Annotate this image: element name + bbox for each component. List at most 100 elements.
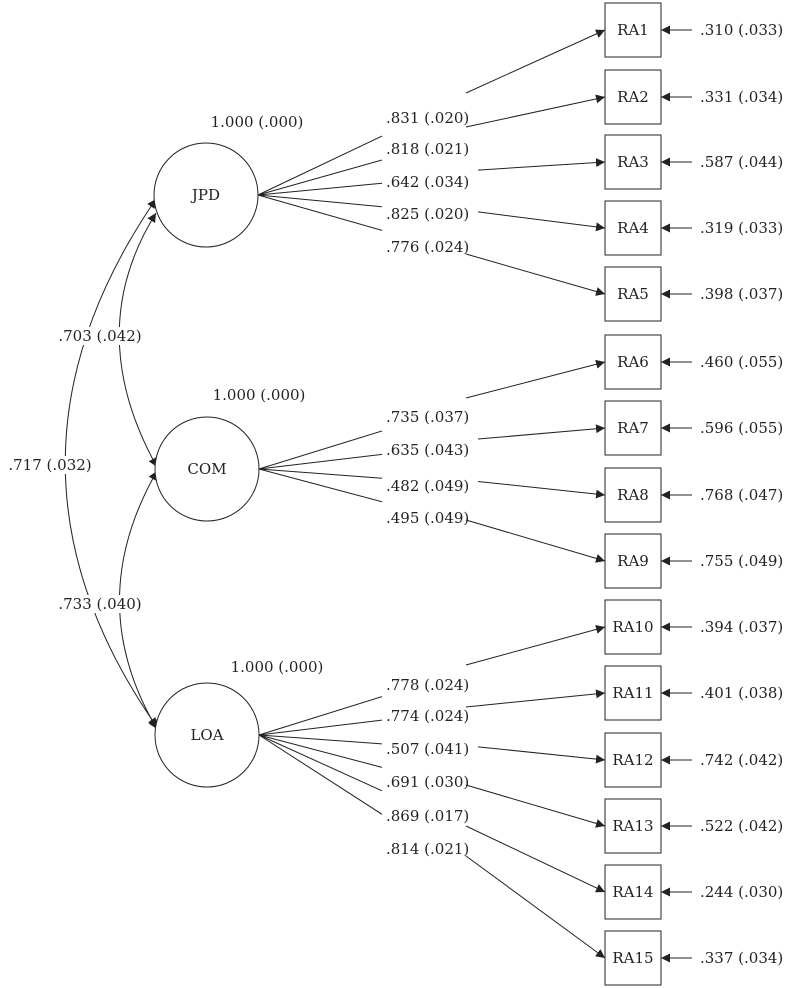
indicator-ra10-label: RA10 — [612, 618, 653, 636]
loading-path-ra9-b — [465, 519, 606, 563]
loading-path-ra14-a — [258, 734, 383, 792]
indicator-ra4-label: RA4 — [617, 219, 649, 237]
indicator-ra9-box — [604, 533, 662, 589]
loading-path-ra11-a — [258, 719, 383, 736]
loading-path-ra2-b — [465, 94, 606, 128]
factor-jpd-label: JPD — [190, 186, 220, 204]
loading-path-ra4-b — [477, 211, 606, 232]
factor-loa-circle — [154, 682, 260, 788]
correlation-jpd-loa-value: .717 (.032) — [8, 456, 91, 474]
indicator-ra6-box — [604, 334, 662, 390]
loading-ra15-value: .814 (.021) — [386, 840, 469, 858]
indicator-ra5-label: RA5 — [617, 285, 649, 303]
loading-path-ra11-b — [465, 689, 606, 708]
loading-path-ra1-a — [257, 135, 383, 196]
residual-ra13-value: .522 (.042) — [700, 817, 783, 835]
indicator-ra14-box — [604, 864, 662, 920]
factor-loa-label: LOA — [190, 726, 223, 744]
loading-path-ra13-b — [465, 784, 606, 828]
residual-ra7-value: .596 (.055) — [700, 419, 783, 437]
correlation-com-loa-value: .733 (.040) — [58, 595, 141, 613]
loading-path-ra13-a — [258, 734, 383, 768]
loading-ra9-value: .495 (.049) — [386, 509, 469, 527]
factor-com-label: COM — [187, 460, 226, 478]
loading-ra14-value: .869 (.017) — [386, 807, 469, 825]
loading-path-ra5-a — [257, 194, 383, 231]
loading-ra2-value: .818 (.021) — [386, 140, 469, 158]
correlation-label-bg — [54, 595, 146, 613]
residual-ra4-value: .319 (.033) — [700, 219, 783, 237]
indicator-ra12-label: RA12 — [612, 751, 653, 769]
loading-path-ra2-a — [257, 159, 383, 196]
residual-ra14-value: .244 (.030) — [700, 883, 783, 901]
correlation-label-bg — [4, 456, 96, 474]
loading-path-ra4-a — [257, 194, 383, 208]
indicator-ra3-box — [604, 134, 662, 190]
indicator-ra13-label: RA13 — [612, 817, 653, 835]
loading-path-ra10-b — [465, 625, 606, 666]
correlation-label-bg — [54, 327, 146, 345]
loading-ra7-value: .635 (.043) — [386, 441, 469, 459]
correlation-jpd-com-value: .703 (.042) — [58, 327, 141, 345]
indicator-ra11-box — [604, 665, 662, 721]
loading-ra8-value: .482 (.049) — [386, 477, 469, 495]
loading-path-ra9-a — [258, 468, 383, 503]
residual-ra12-value: .742 (.042) — [700, 751, 783, 769]
loading-ra6-value: .735 (.037) — [386, 408, 469, 426]
factor-jpd-variance: 1.000 (.000) — [211, 113, 304, 131]
factor-loa-variance: 1.000 (.000) — [231, 658, 324, 676]
loading-ra3-value: .642 (.034) — [386, 173, 469, 191]
loading-ra1-value: .831 (.020) — [386, 109, 469, 127]
indicator-ra8-box — [604, 467, 662, 523]
residual-ra11-value: .401 (.038) — [700, 684, 783, 702]
loading-ra10-value: .778 (.024) — [386, 676, 469, 694]
indicator-ra3-label: RA3 — [617, 153, 649, 171]
indicator-ra15-box — [604, 930, 662, 986]
loading-ra12-value: .507 (.041) — [386, 740, 469, 758]
indicator-ra8-label: RA8 — [617, 486, 649, 504]
loading-path-ra12-b — [477, 746, 606, 764]
residual-ra5-value: .398 (.037) — [700, 285, 783, 303]
indicator-ra11-label: RA11 — [612, 684, 653, 702]
residual-ra1-value: .310 (.033) — [700, 21, 783, 39]
indicator-ra10-box — [604, 599, 662, 655]
factor-com-circle — [154, 416, 260, 522]
residual-ra2-value: .331 (.034) — [700, 88, 783, 106]
indicator-ra15-label: RA15 — [612, 949, 653, 967]
indicator-ra13-box — [604, 798, 662, 854]
loading-path-ra7-a — [258, 453, 383, 470]
indicator-ra7-label: RA7 — [617, 419, 649, 437]
loading-ra4-value: .825 (.020) — [386, 205, 469, 223]
loading-path-ra7-b — [477, 424, 606, 440]
indicator-ra1-box — [604, 2, 662, 58]
indicator-ra2-label: RA2 — [617, 88, 649, 106]
residual-ra9-value: .755 (.049) — [700, 552, 783, 570]
residual-ra8-value: .768 (.047) — [700, 486, 783, 504]
indicator-ra7-box — [604, 400, 662, 456]
indicator-ra6-label: RA6 — [617, 353, 649, 371]
loading-path-ra15-a — [258, 734, 383, 815]
factor-jpd-circle — [153, 142, 259, 248]
loading-path-ra8-a — [258, 468, 383, 479]
loading-ra11-value: .774 (.024) — [386, 707, 469, 725]
loading-ra13-value: .691 (.030) — [386, 773, 469, 791]
indicator-ra14-label: RA14 — [612, 883, 653, 901]
loading-path-ra6-a — [258, 430, 383, 470]
loading-path-ra1-b — [465, 29, 606, 94]
indicator-ra12-box — [604, 732, 662, 788]
indicator-ra9-label: RA9 — [617, 552, 649, 570]
loading-path-ra3-a — [257, 182, 383, 196]
loading-path-ra6-b — [465, 359, 606, 399]
loading-path-ra14-b — [465, 825, 606, 893]
indicator-ra5-box — [604, 266, 662, 322]
loading-path-ra10-a — [258, 696, 383, 736]
loading-path-ra3-b — [477, 158, 606, 171]
loading-path-ra15-b — [465, 855, 606, 959]
loading-path-ra8-b — [477, 480, 606, 499]
indicator-ra1-label: RA1 — [617, 21, 649, 39]
residual-ra10-value: .394 (.037) — [700, 618, 783, 636]
residual-ra6-value: .460 (.055) — [700, 353, 783, 371]
loading-path-ra12-a — [258, 734, 383, 745]
